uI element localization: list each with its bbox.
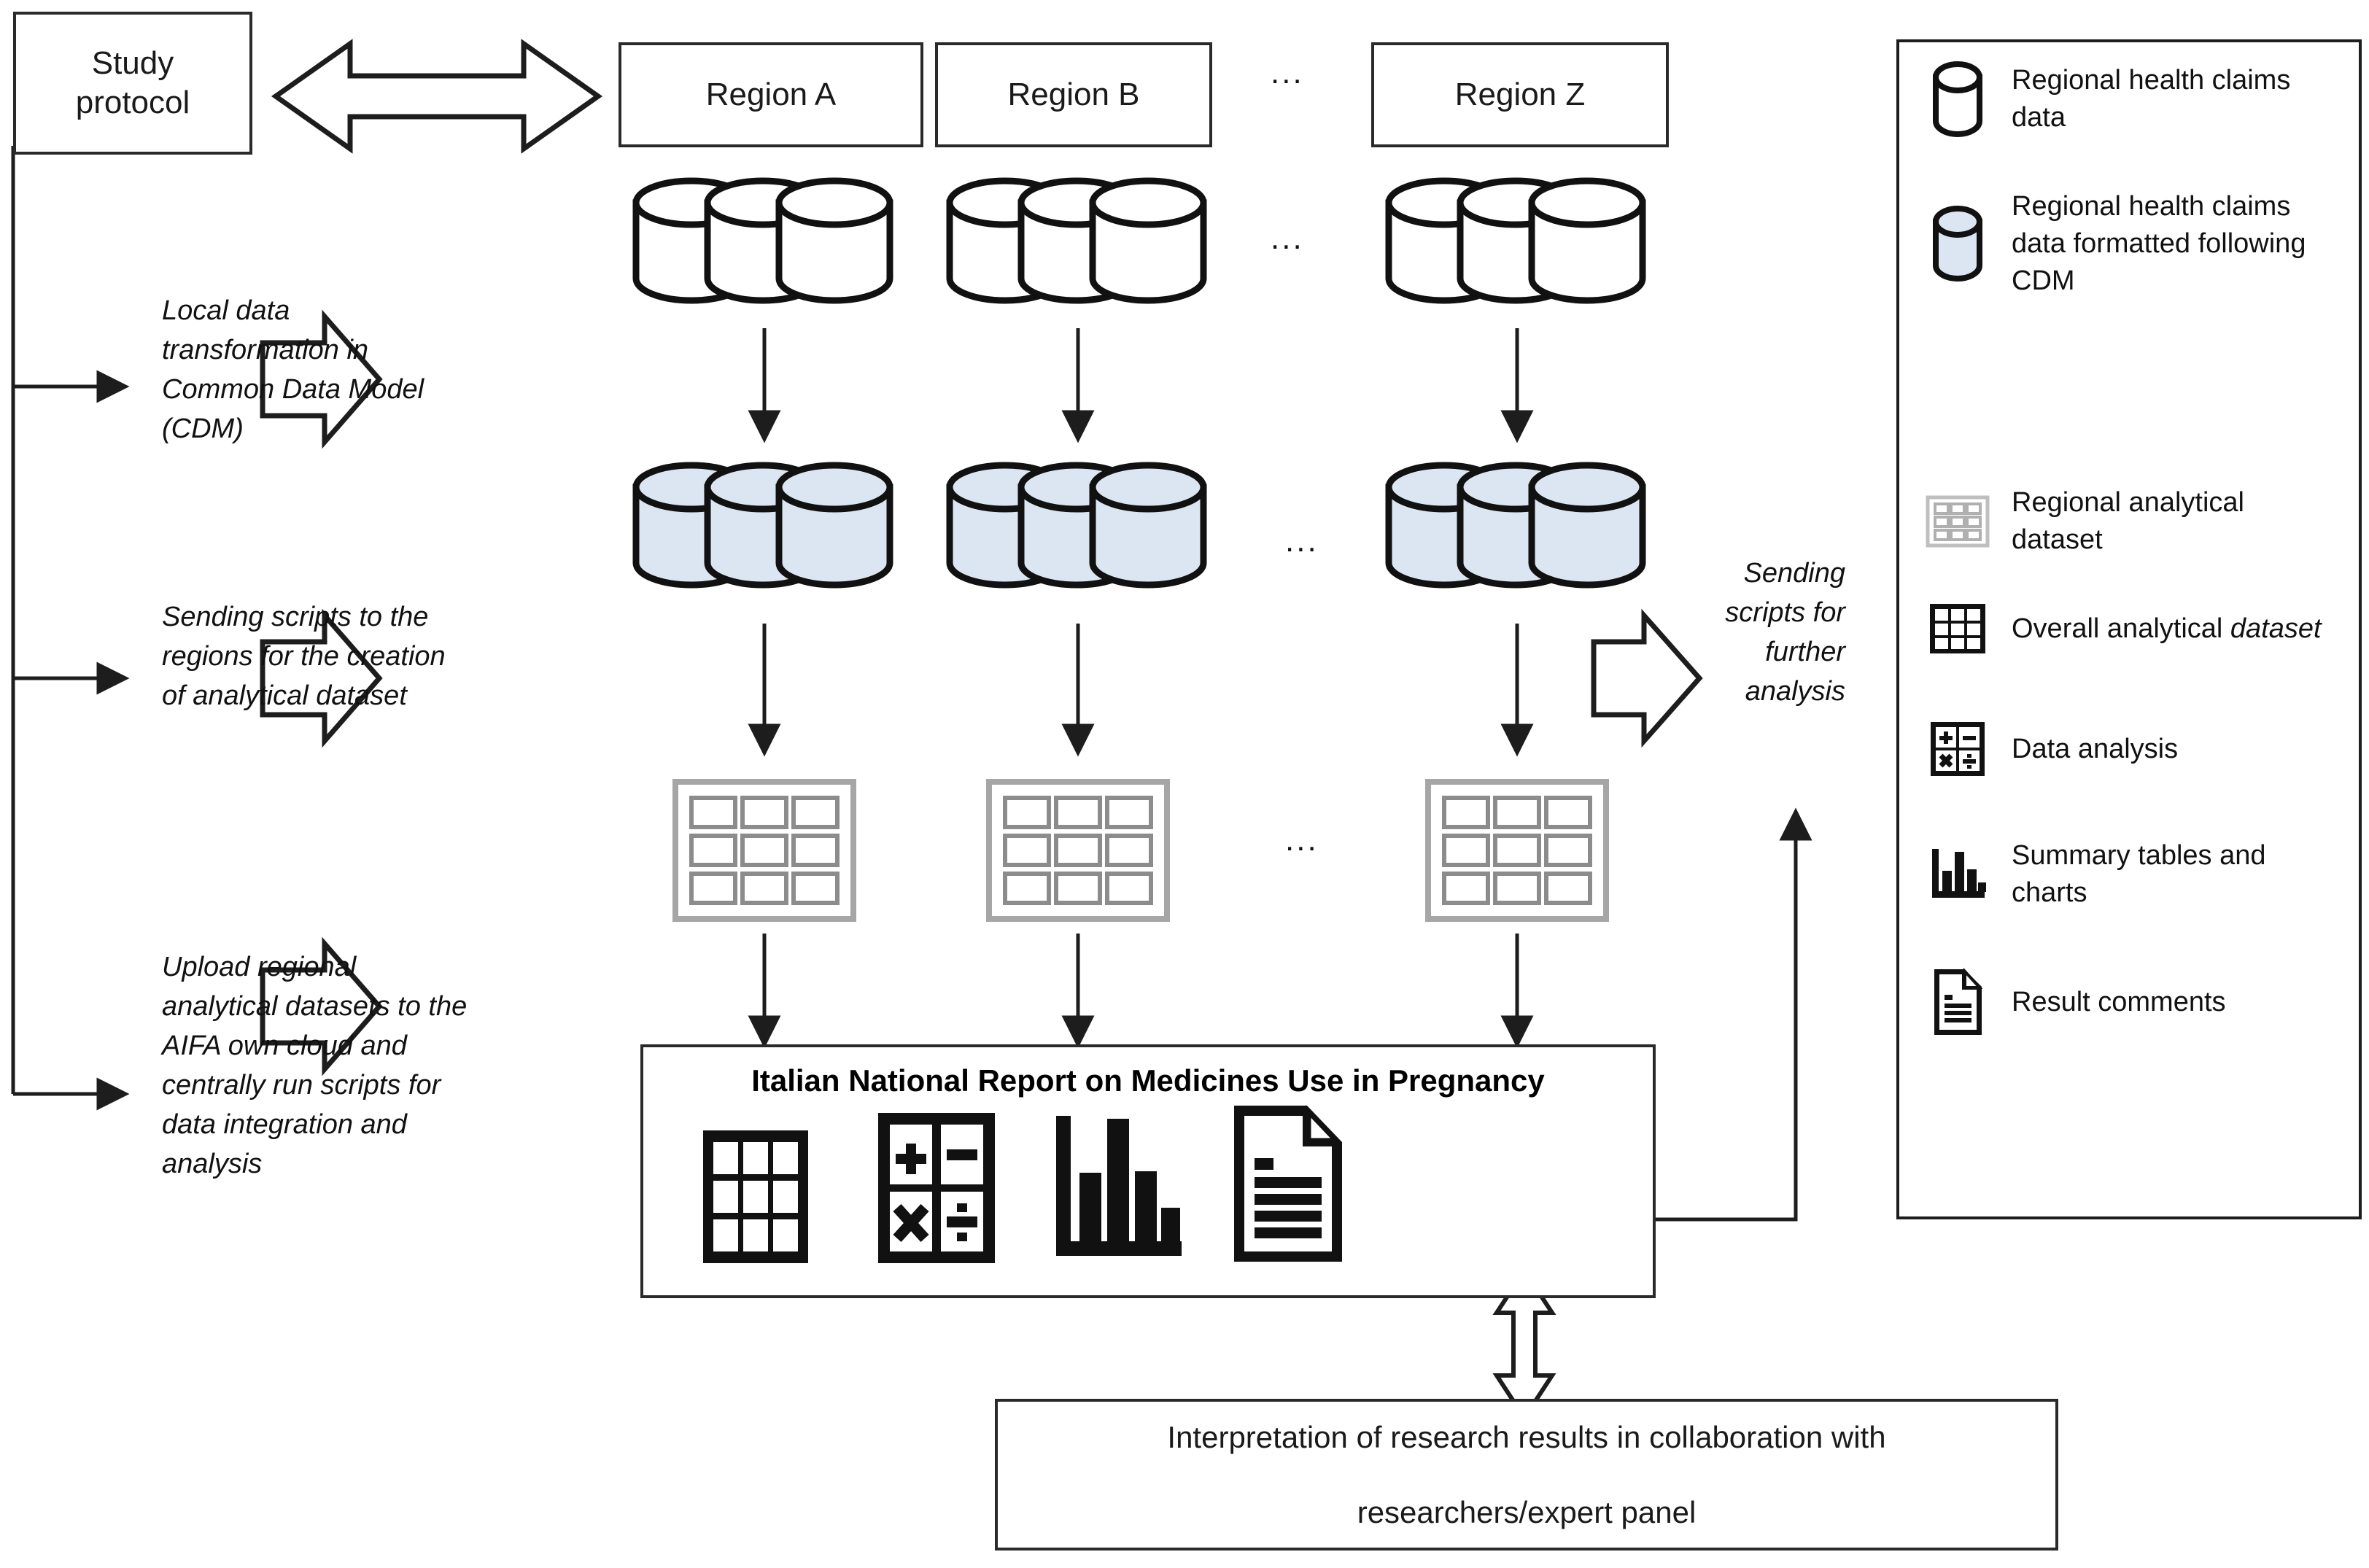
regional-dataset-table-a [672, 779, 856, 925]
summary-charts-icon [1052, 1106, 1183, 1271]
region-box-a[interactable]: Region A [619, 42, 923, 147]
legend-item-regional-analytical-dataset[interactable]: Regional analytical dataset [1924, 484, 2337, 559]
regional-dataset-table-b [986, 779, 1170, 925]
region-box-b[interactable]: Region B [935, 42, 1212, 147]
region-label: Region A [705, 77, 837, 113]
interpretation-box[interactable]: Interpretation of research results in co… [995, 1399, 2058, 1550]
legend-panel: Regional health claims data Regional hea… [1896, 39, 2362, 1219]
legend-label: Overall analytical dataset [1991, 610, 2322, 648]
raw-cylinders-region-b [942, 175, 1214, 310]
overall-analytical-dataset-icon [1924, 602, 1991, 655]
ellipsis-table-row: ... [1285, 822, 1319, 858]
legend-label: Result comments [2012, 986, 2226, 1017]
legend-item-data-analysis[interactable]: Data analysis [1924, 721, 2337, 777]
ellipsis-raw-row: ... [1271, 220, 1304, 256]
step-1-block-arrow [260, 309, 383, 449]
overall-analytical-dataset-icon [700, 1128, 811, 1270]
ellipsis-cdm-row: ... [1285, 523, 1319, 559]
raw-cylinders-region-a [629, 175, 900, 310]
data-analysis-icon [875, 1110, 998, 1270]
legend-label: Regional health claims data [2012, 65, 2291, 133]
cdm-cylinders-region-b [942, 459, 1214, 594]
regional-dataset-table-z [1425, 779, 1609, 925]
feedback-block-arrow [1591, 608, 1703, 748]
step-note-1: Local data transformation in Common Data… [162, 295, 424, 444]
protocol-regions-double-arrow [271, 39, 603, 154]
raw-cylinders-region-z [1381, 175, 1653, 310]
feedback-note: Sending scripts for further analysis [1725, 558, 1845, 707]
legend-item-summary-tables-charts[interactable]: Summary tables and charts [1924, 837, 2337, 912]
national-report-box[interactable]: Italian National Report on Medicines Use… [640, 1044, 1656, 1298]
region-label: Region B [1007, 77, 1140, 113]
legend-label: Summary tables and charts [2012, 840, 2266, 908]
legend-label-plain: Overall analytical [2012, 613, 2230, 644]
legend-label: Regional health claims data formatted fo… [2012, 191, 2306, 296]
legend-label: Regional analytical dataset [2012, 487, 2244, 555]
database-cylinder-blue-icon [1924, 203, 1991, 284]
legend-label-italic: dataset [2230, 613, 2322, 644]
regional-analytical-dataset-icon [1924, 495, 1991, 548]
result-comments-icon [1227, 1101, 1351, 1271]
ellipsis-header: ... [1271, 55, 1304, 90]
summary-charts-icon [1924, 845, 1991, 904]
database-cylinder-icon [1924, 58, 1991, 140]
region-box-z[interactable]: Region Z [1371, 42, 1669, 147]
cdm-cylinders-region-a [629, 459, 900, 594]
step-3-block-arrow [260, 936, 383, 1076]
cdm-cylinders-region-z [1381, 459, 1653, 594]
report-feedback-loop [1650, 807, 1812, 1222]
legend-item-overall-analytical-dataset[interactable]: Overall analytical dataset [1924, 602, 2337, 655]
data-analysis-icon [1924, 721, 1991, 777]
legend-item-result-comments[interactable]: Result comments [1924, 967, 2337, 1037]
interpretation-line-2: researchers/expert panel [1357, 1494, 1697, 1529]
report-title: Italian National Report on Medicines Use… [751, 1063, 1545, 1098]
step-2-block-arrow [260, 608, 383, 748]
interpretation-line-1: Interpretation of research results in co… [1167, 1420, 1886, 1455]
step-note-2: Sending scripts to the regions for the c… [162, 602, 446, 711]
step-note-3: Upload regional analytical datasets to t… [162, 952, 468, 1179]
region-label: Region Z [1454, 77, 1586, 113]
result-comments-icon [1924, 967, 1991, 1037]
legend-item-cdm-formatted[interactable]: Regional health claims data formatted fo… [1924, 188, 2337, 300]
legend-item-regional-health-claims[interactable]: Regional health claims data [1924, 58, 2337, 140]
interpretation-label: Interpretation of research results in co… [1167, 1418, 1885, 1531]
legend-label: Data analysis [2012, 733, 2179, 764]
